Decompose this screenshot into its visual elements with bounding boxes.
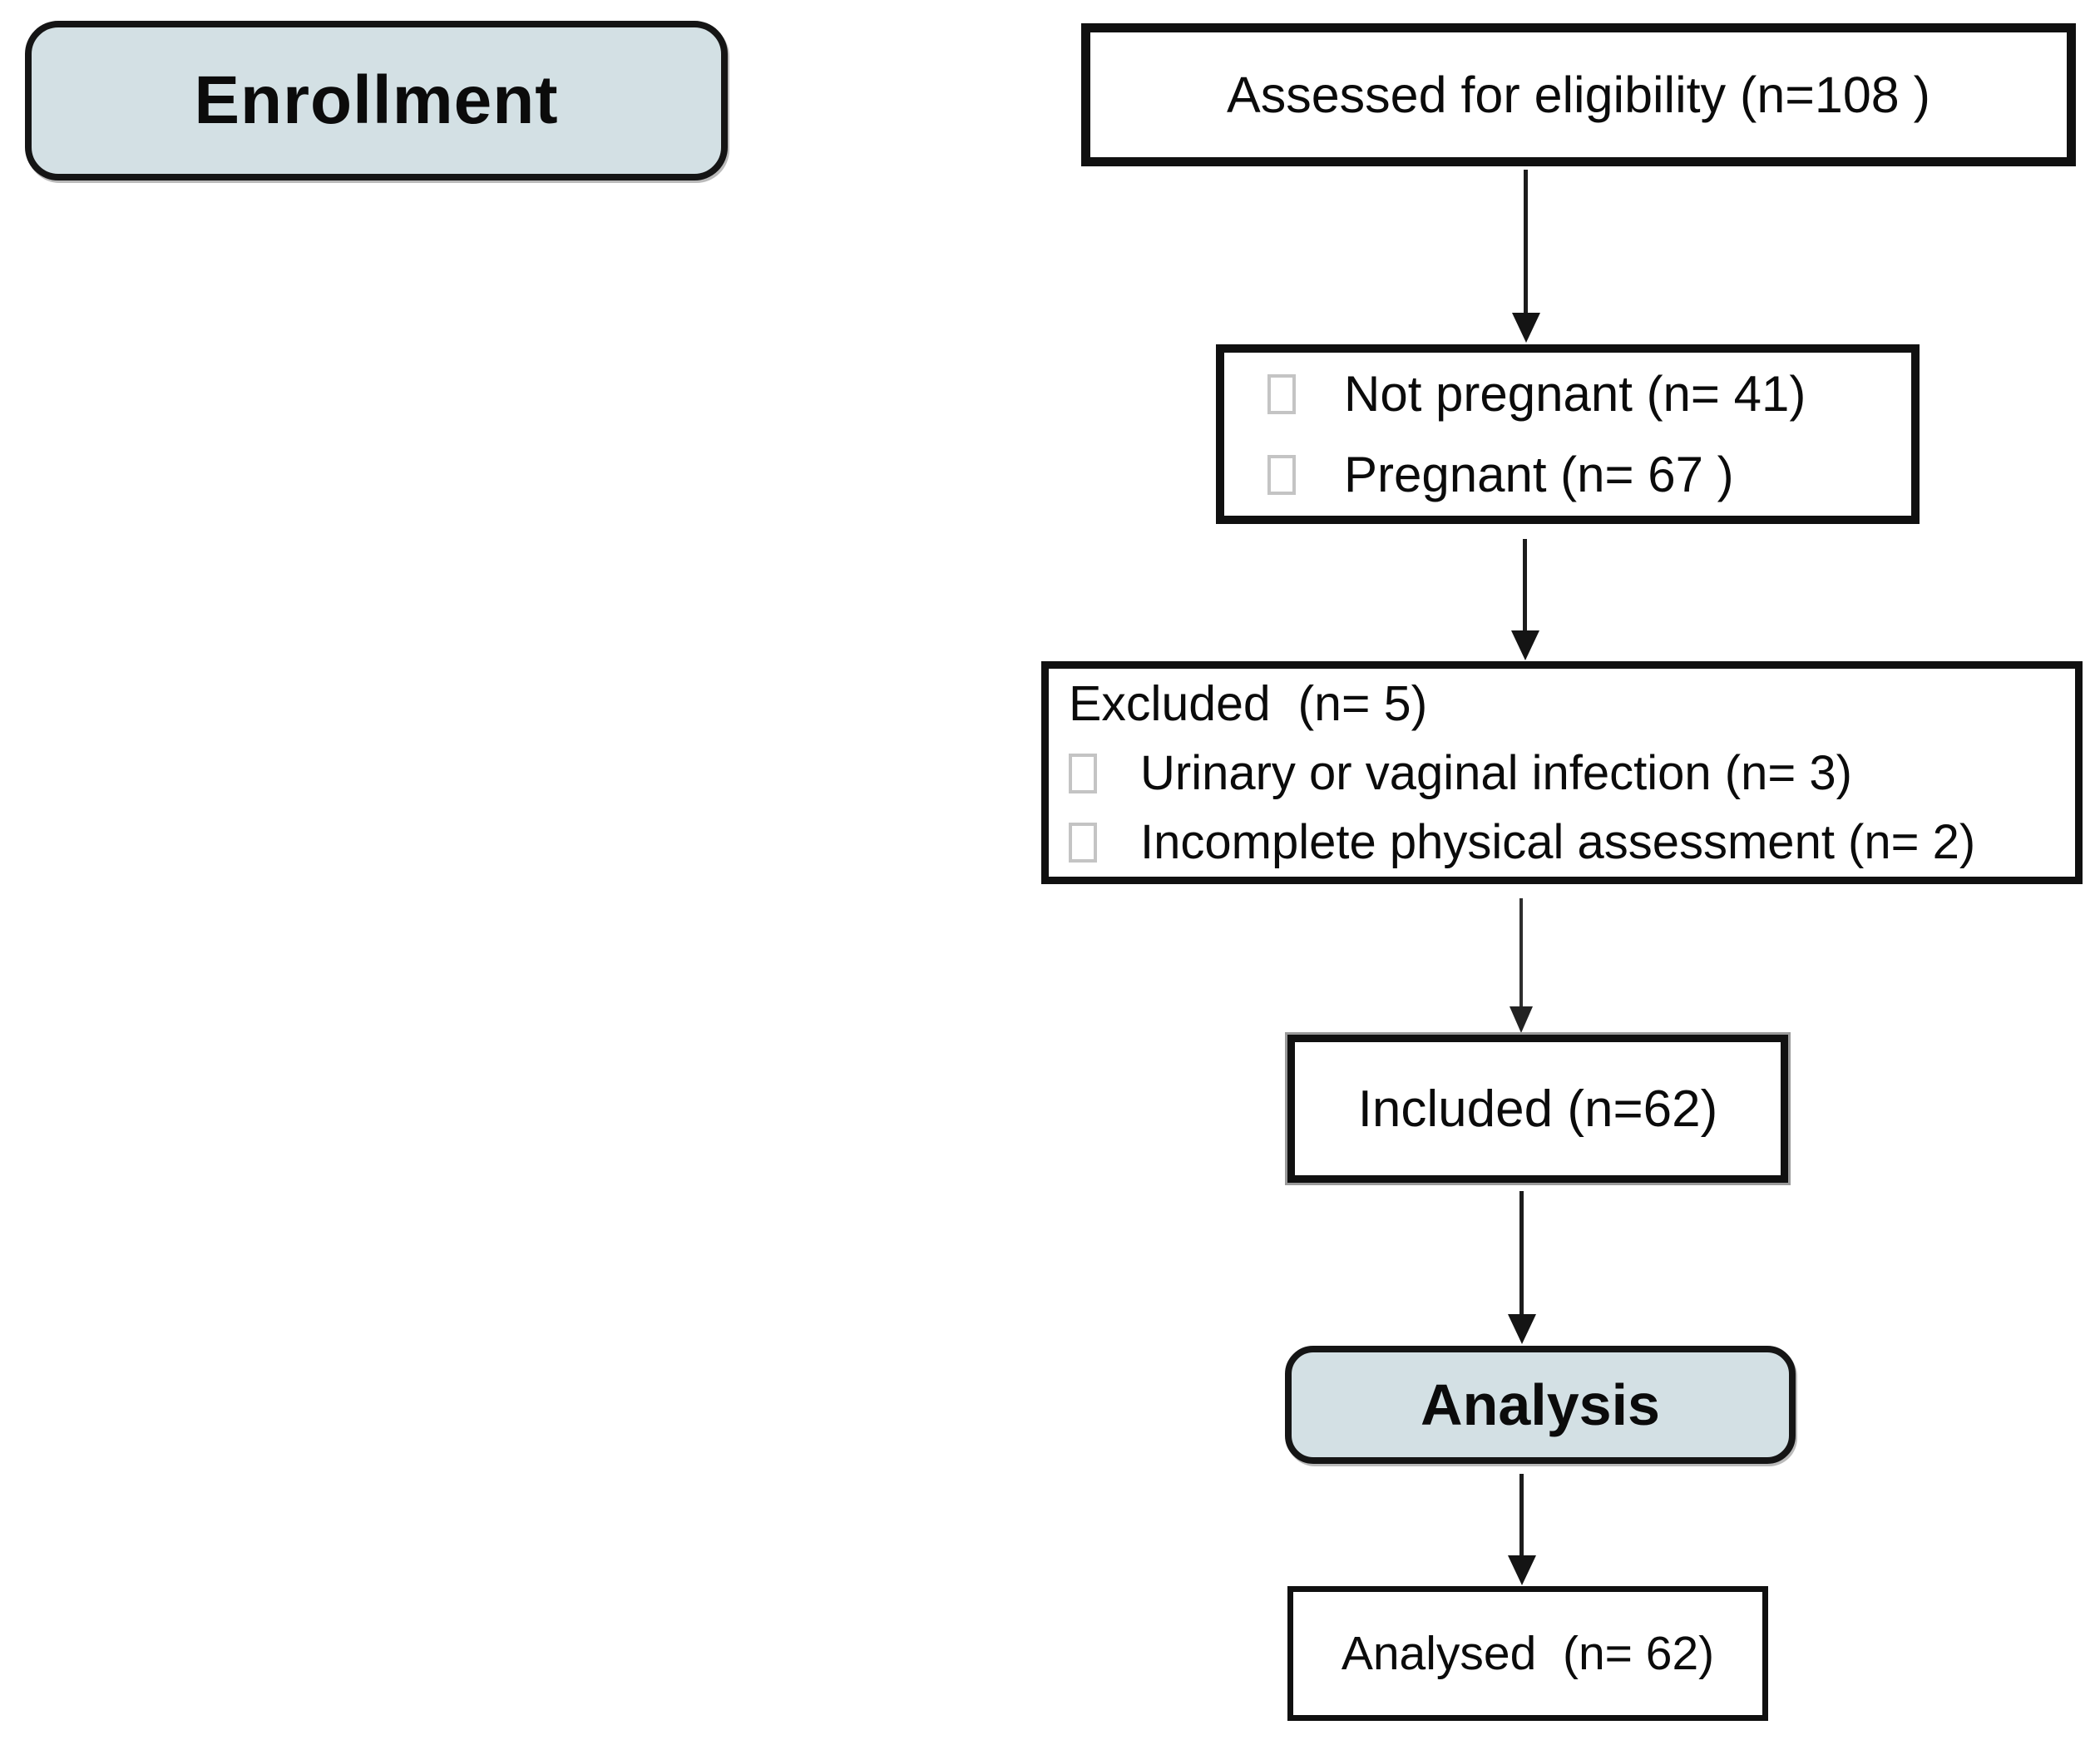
pregnancy-screening-box: Not pregnant (n= 41) Pregnant (n= 67 ) bbox=[1216, 344, 1920, 524]
analysis-stage-label: Analysis bbox=[1421, 1372, 1660, 1437]
pregnant-text: Pregnant (n= 67 ) bbox=[1344, 447, 1734, 502]
arrow-line bbox=[1519, 898, 1523, 1008]
empty-square-bullet-icon bbox=[1267, 454, 1296, 495]
analysed-text: Analysed (n= 62) bbox=[1341, 1627, 1715, 1680]
urinary-infection-text: Urinary or vaginal infection (n= 3) bbox=[1140, 746, 1852, 800]
arrow-line bbox=[1519, 1474, 1524, 1557]
arrow-line bbox=[1523, 539, 1527, 632]
list-item: Urinary or vaginal infection (n= 3) bbox=[1069, 745, 1852, 801]
analysed-box: Analysed (n= 62) bbox=[1287, 1586, 1768, 1721]
incomplete-assessment-text: Incomplete physical assessment (n= 2) bbox=[1140, 815, 1976, 869]
list-item: Incomplete physical assessment (n= 2) bbox=[1069, 814, 1975, 870]
arrow-head-icon bbox=[1508, 1555, 1536, 1585]
analysis-stage-box: Analysis bbox=[1285, 1346, 1796, 1464]
arrow-head-icon bbox=[1511, 630, 1539, 660]
empty-square-bullet-icon bbox=[1069, 822, 1097, 863]
arrow-head-icon bbox=[1508, 1314, 1536, 1344]
list-item: Not pregnant (n= 41) bbox=[1267, 365, 1806, 423]
excluded-box: Excluded (n= 5) Urinary or vaginal infec… bbox=[1041, 661, 2083, 884]
excluded-header-text: Excluded (n= 5) bbox=[1069, 676, 1428, 731]
not-pregnant-text: Not pregnant (n= 41) bbox=[1344, 366, 1806, 422]
assessed-for-eligibility-box: Assessed for eligibility (n=108 ) bbox=[1081, 23, 2076, 166]
arrow-head-icon bbox=[1512, 313, 1540, 343]
arrow-line bbox=[1524, 170, 1528, 313]
included-box: Included (n=62) bbox=[1287, 1035, 1788, 1183]
list-item: Pregnant (n= 67 ) bbox=[1267, 446, 1734, 503]
empty-square-bullet-icon bbox=[1267, 373, 1296, 414]
arrow-line bbox=[1519, 1191, 1524, 1316]
enrollment-stage-box: Enrollment bbox=[25, 21, 728, 180]
assessed-for-eligibility-text: Assessed for eligibility (n=108 ) bbox=[1227, 67, 1930, 123]
enrollment-stage-label: Enrollment bbox=[194, 62, 559, 138]
arrow-head-icon bbox=[1510, 1006, 1533, 1033]
included-text: Included (n=62) bbox=[1357, 1080, 1718, 1138]
empty-square-bullet-icon bbox=[1069, 753, 1097, 793]
